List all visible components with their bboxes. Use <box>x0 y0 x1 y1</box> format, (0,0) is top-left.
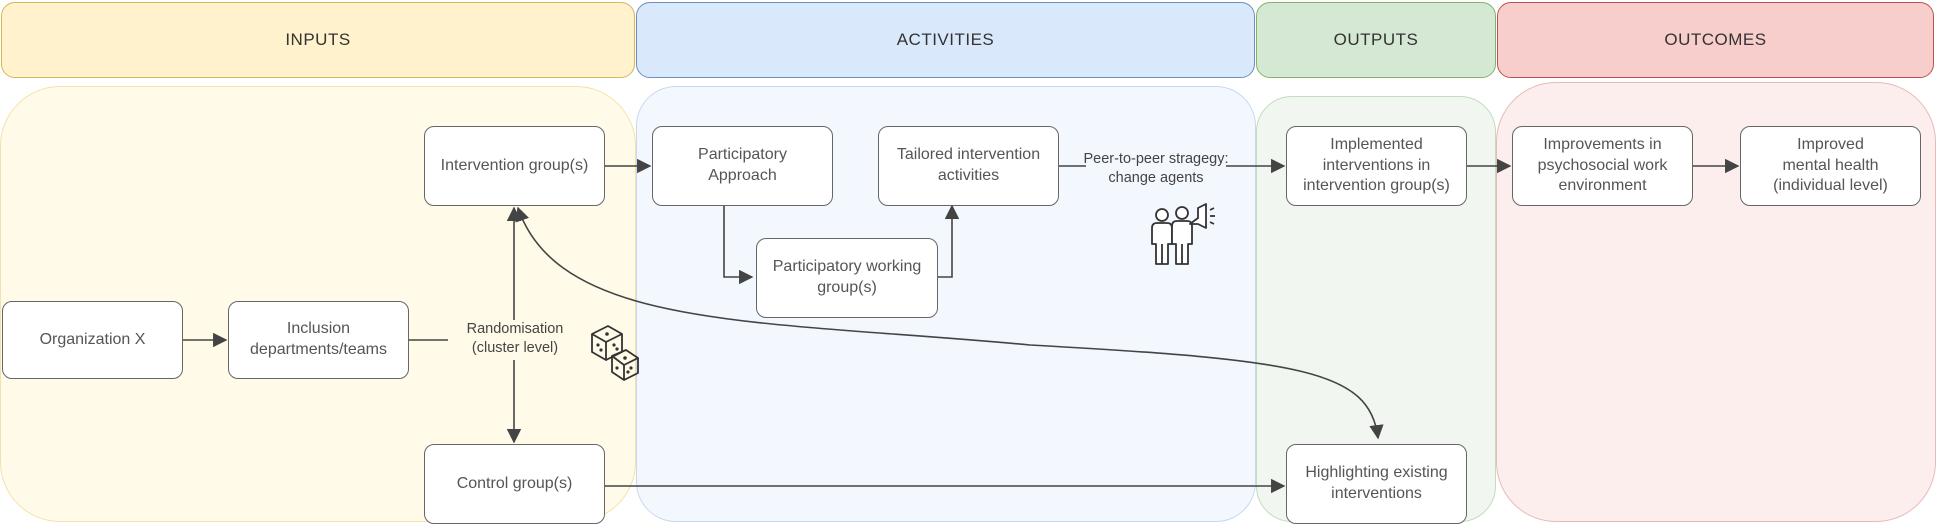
tailored-activities-node: Tailored intervention activities <box>878 126 1059 206</box>
psychosocial-node: Improvements in psychosocial work enviro… <box>1512 126 1693 206</box>
highlighting-existing-node: Highlighting existing interventions <box>1286 444 1467 524</box>
outputs-header: OUTPUTS <box>1256 2 1496 78</box>
dice-icon <box>591 325 639 381</box>
inclusion-node: Inclusion departments/teams <box>228 301 409 379</box>
activities-header: ACTIVITIES <box>636 2 1255 78</box>
intervention-group-node: Intervention group(s) <box>424 126 605 206</box>
control-group-node: Control group(s) <box>424 444 605 524</box>
edge-participatory-to-working <box>723 206 754 285</box>
participatory-working-group-node: Participatory working group(s) <box>756 238 938 318</box>
randomisation-label: Randomisation (cluster level) <box>448 320 582 358</box>
organization-x-node: Organization X <box>2 301 183 379</box>
edge-working-to-tailored <box>938 204 960 278</box>
edge-intervention-to-highlighting <box>515 206 1384 440</box>
peer-strategy-label: Peer-to-peer stragegy: change agents <box>1083 151 1229 186</box>
participatory-approach-node: Participatory Approach <box>652 126 833 206</box>
change-agents-icon <box>1151 203 1215 265</box>
outcomes-header: OUTCOMES <box>1497 2 1934 78</box>
implemented-interventions-node: Implemented interventions in interventio… <box>1286 126 1467 206</box>
inputs-header: INPUTS <box>1 2 635 78</box>
mental-health-node: Improved mental health (individual level… <box>1740 126 1921 206</box>
